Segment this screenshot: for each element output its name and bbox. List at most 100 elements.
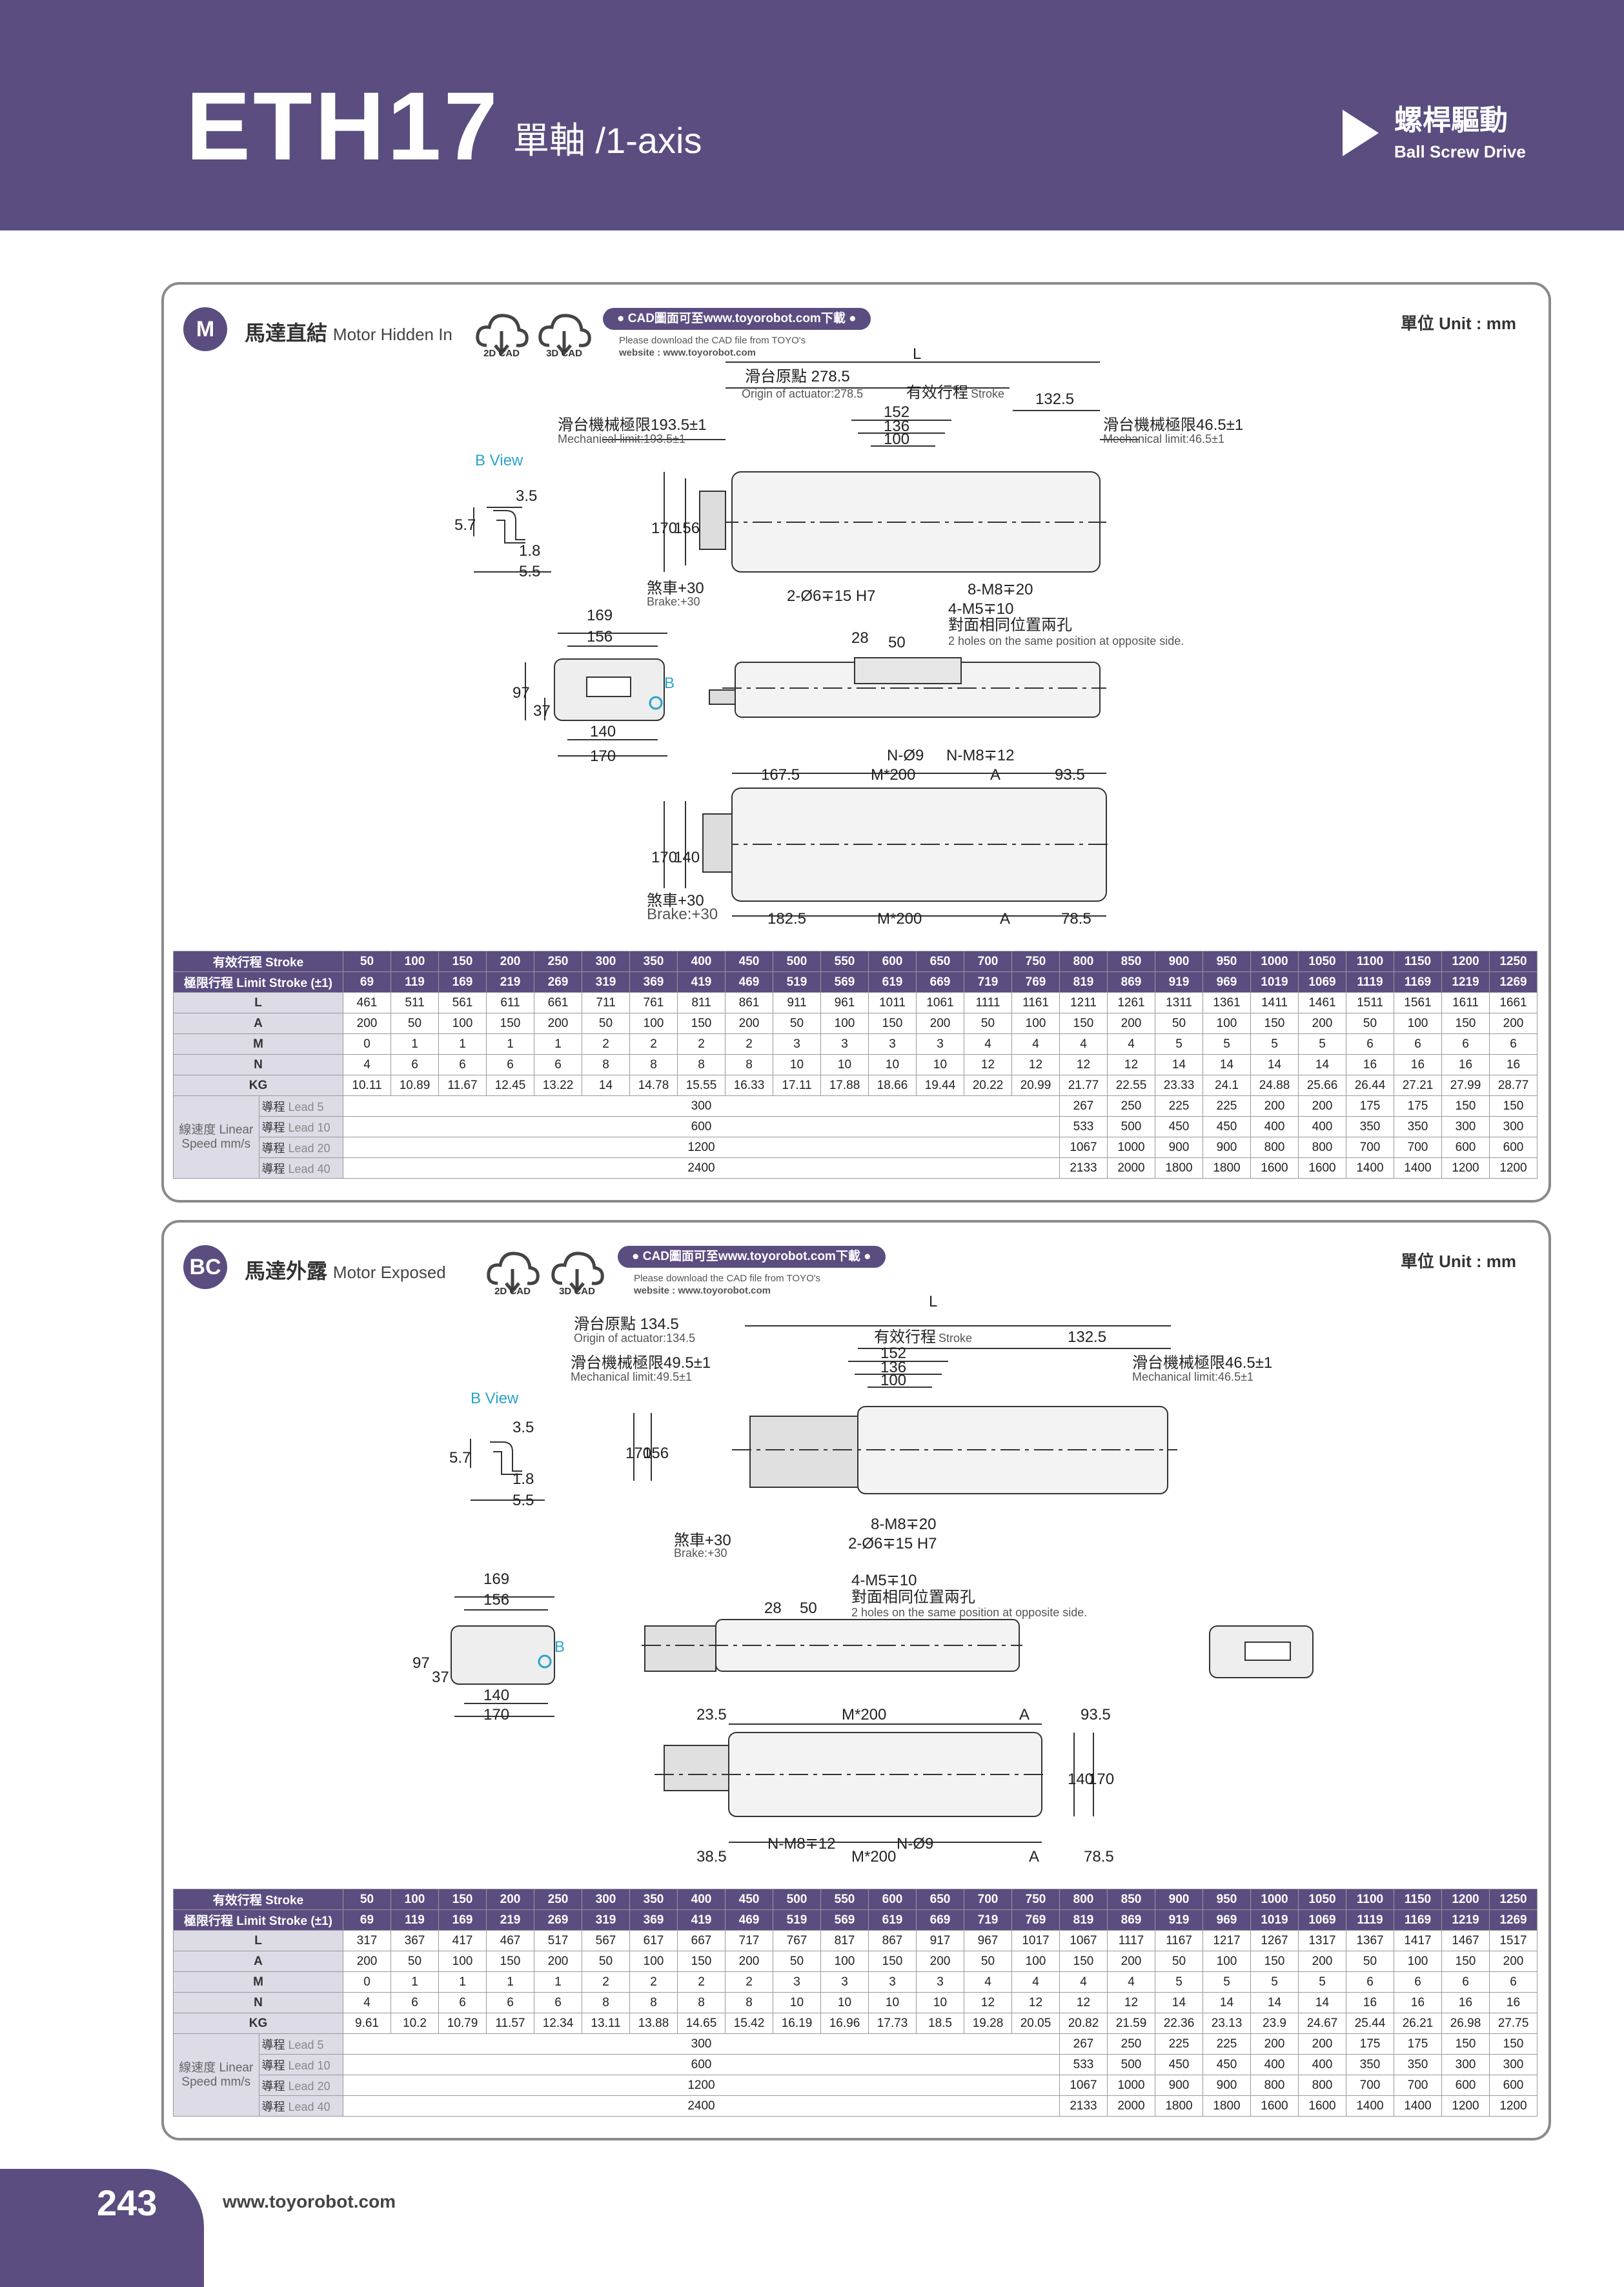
table-cell: 23.9 (1250, 2013, 1299, 2034)
stroke-cell: 50 (343, 1889, 391, 1910)
cad-3d-label: 3D CAD (546, 348, 582, 359)
speed-flat-cell: 300 (343, 1095, 1060, 1117)
stroke-cell: 1100 (1346, 1889, 1394, 1910)
table-cell: 1061 (916, 992, 964, 1013)
limit-stroke-cell: 69 (343, 1909, 391, 1931)
stroke-cell: 550 (820, 1889, 869, 1910)
speed-cell: 900 (1203, 1137, 1251, 1158)
table-cell: 767 (773, 1930, 821, 1951)
table-cell: 16 (1346, 1992, 1394, 2013)
table-cell: 14 (1155, 1992, 1203, 2013)
stroke-header: 有效行程 Stroke (173, 951, 343, 972)
table-cell: 1017 (1011, 1930, 1060, 1951)
table-cell: 667 (677, 1930, 726, 1951)
origin-label-en: Origin of actuator:134.5 (574, 1332, 695, 1345)
limit-stroke-cell: 1219 (1441, 1909, 1490, 1931)
table-cell: 12 (1011, 1992, 1060, 2013)
dim-170: 170 (625, 1445, 651, 1462)
speed-cell: 300 (1441, 1116, 1490, 1137)
cad-download-link[interactable]: ● CAD圖面可至www.toyorobot.com下載 ● (618, 1246, 886, 1268)
table-cell: 20.05 (1011, 2013, 1060, 2034)
cad-3d-download-icon[interactable] (535, 305, 593, 363)
table-cell: 8 (629, 1054, 678, 1075)
table-cell: 24.67 (1298, 2013, 1346, 2034)
lead-label: 導程 Lead 10 (258, 1116, 343, 1137)
cad-3d-download-icon[interactable] (548, 1243, 606, 1301)
table-cell: 28.77 (1489, 1075, 1538, 1096)
stroke-cell: 1250 (1489, 951, 1538, 972)
limit-stroke-header: 極限行程 Limit Stroke (±1) (173, 1909, 343, 1931)
table-cell: 12 (1011, 1054, 1060, 1075)
stroke-cell: 1050 (1298, 951, 1346, 972)
table-cell: 1167 (1155, 1930, 1203, 1951)
table-cell: 6 (1394, 1971, 1442, 1993)
model-badge: BC (183, 1245, 227, 1289)
unit-label: 單位 Unit : mm (1400, 1252, 1516, 1271)
table-cell: 100 (820, 1013, 869, 1034)
table-cell: 16 (1441, 1054, 1490, 1075)
stroke-cell: 100 (391, 951, 439, 972)
table-cell: 12 (1059, 1054, 1108, 1075)
footer-url[interactable]: www.toyorobot.com (223, 2191, 396, 2211)
speed-cell: 175 (1394, 2033, 1442, 2055)
stroke-cell: 300 (582, 951, 630, 972)
cad-2d-download-icon[interactable] (483, 1243, 542, 1301)
limit-stroke-cell: 919 (1155, 1909, 1203, 1931)
table-cell: 6 (438, 1992, 487, 2013)
brake-label-bottom: 煞車+30 (647, 892, 704, 910)
speed-cell: 150 (1489, 2033, 1538, 2055)
speed-flat-cell: 600 (343, 1116, 1060, 1137)
table-cell: 50 (1155, 1013, 1203, 1034)
stroke-cell: 100 (391, 1889, 439, 1910)
dim-169: 169 (587, 607, 613, 624)
dim-5-5: 5.5 (519, 563, 540, 580)
table-cell: 1211 (1059, 992, 1108, 1013)
brake-label-en: Brake:+30 (674, 1547, 727, 1560)
footer-tab (0, 2169, 204, 2287)
table-cell: 100 (1011, 1951, 1060, 1972)
table-cell: 27.99 (1441, 1075, 1490, 1096)
dim-170-bottom: 170 (1088, 1771, 1114, 1788)
unit-label: 單位 Unit : mm (1400, 314, 1516, 333)
lead-label-en: Lead 10 (288, 1121, 330, 1134)
speed-cell: 175 (1394, 1095, 1442, 1117)
technical-drawing-bc: L 滑台原點 134.5 Origin of actuator:134.5 有效… (412, 1293, 1314, 1865)
table-cell: 817 (820, 1930, 869, 1951)
table-cell: 12 (964, 1054, 1012, 1075)
table-cell: 2 (629, 1971, 678, 1993)
limit-stroke-cell: 1019 (1250, 971, 1299, 993)
mech-limit-left: 滑台機械極限193.5±1 (558, 416, 707, 434)
table-cell: 3 (868, 1033, 917, 1055)
limit-stroke-cell: 519 (773, 971, 821, 993)
mech-limit-left-en: Mechanical limit:49.5±1 (571, 1370, 692, 1383)
table-cell: 3 (916, 1971, 964, 1993)
brake-label: 煞車+30 (674, 1532, 731, 1549)
dim-28: 28 (764, 1600, 782, 1617)
lead-label-zh: 導程 (261, 2058, 285, 2072)
table-cell: 14 (1155, 1054, 1203, 1075)
stroke-cell: 750 (1011, 1889, 1060, 1910)
speed-cell: 267 (1059, 1095, 1108, 1117)
table-cell: 8 (725, 1054, 773, 1075)
table-cell: 10 (868, 1054, 917, 1075)
table-cell: 1 (486, 1033, 534, 1055)
holes-8-m8: 8-M8∓20 (968, 581, 1033, 598)
cad-download-link[interactable]: ● CAD圖面可至www.toyorobot.com下載 ● (603, 308, 871, 330)
table-cell: 10.2 (391, 2013, 439, 2034)
table-cell: 961 (820, 992, 869, 1013)
cad-2d-download-icon[interactable] (472, 305, 531, 363)
stroke-header: 有效行程 Stroke (173, 1889, 343, 1910)
table-cell: 200 (1107, 1013, 1155, 1034)
speed-cell: 500 (1107, 1116, 1155, 1137)
b-view-label: B View (471, 1390, 519, 1407)
table-cell: 6 (1346, 1033, 1394, 1055)
cad-2d-label: 2D CAD (494, 1286, 531, 1297)
table-cell: 1467 (1441, 1930, 1490, 1951)
stroke-cell: 500 (773, 951, 821, 972)
opposite-holes-zh: 對面相同位置兩孔 (948, 616, 1072, 634)
dim-152: 152 (880, 1345, 906, 1362)
